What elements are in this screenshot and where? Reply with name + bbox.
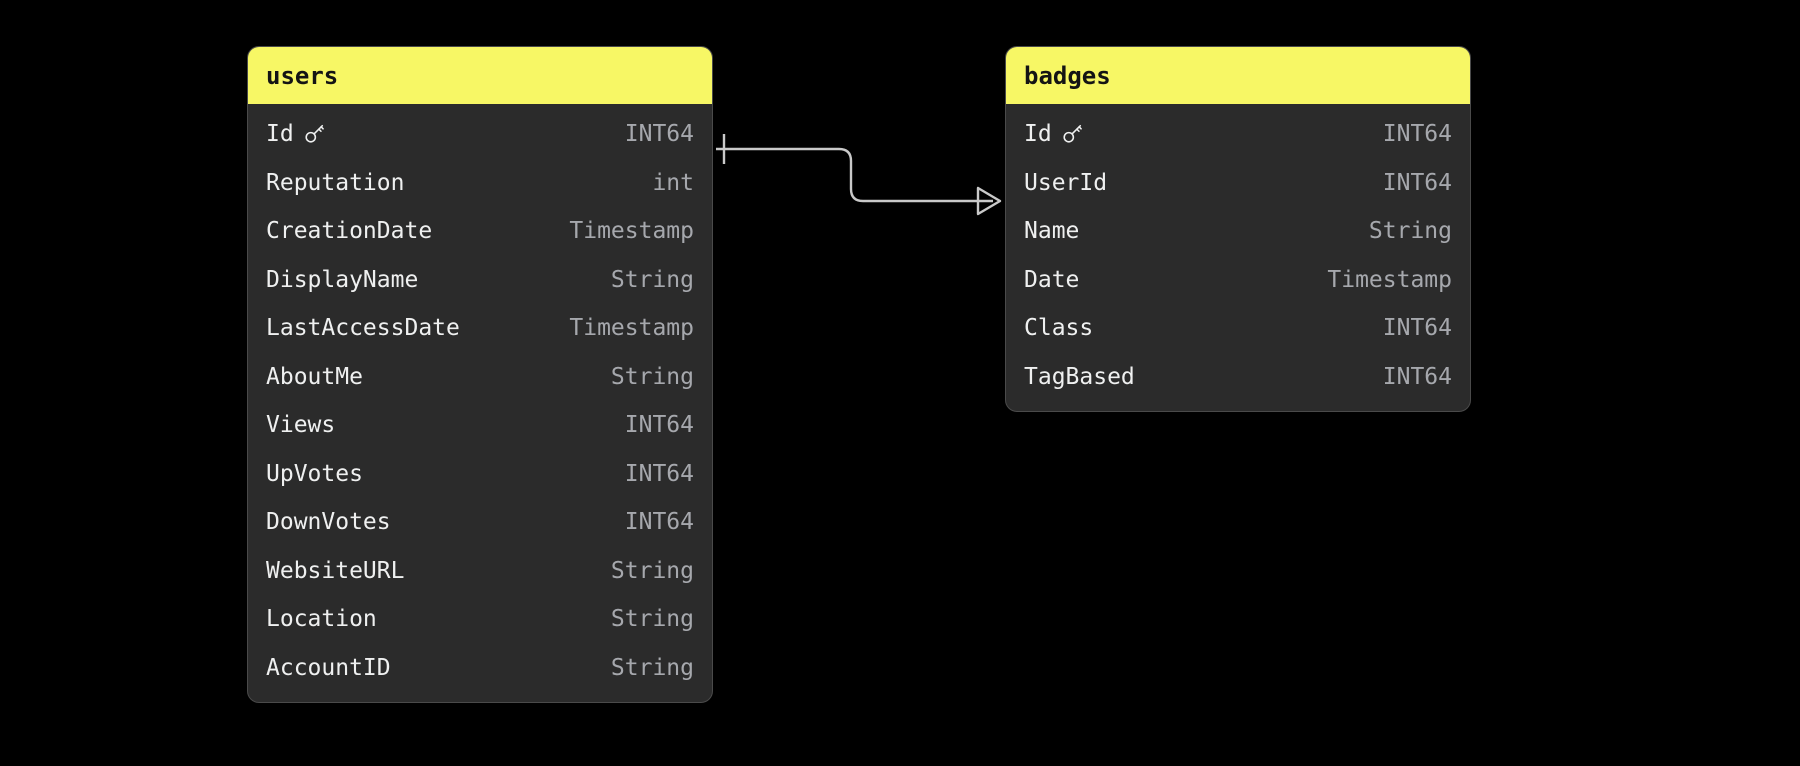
er-column-row[interactable]: LastAccessDate Timestamp <box>248 304 712 353</box>
er-column-name-label: Class <box>1024 315 1094 342</box>
er-table-title-badges: badges <box>1006 47 1470 104</box>
er-column-name-label: AboutMe <box>266 363 363 390</box>
er-column-name: Date <box>1024 267 1079 293</box>
er-column-row[interactable]: WebsiteURL String <box>248 547 712 596</box>
er-column-name: AboutMe <box>266 364 363 390</box>
er-column-type: Timestamp <box>1327 266 1452 293</box>
er-column-type: INT64 <box>624 121 694 148</box>
er-column-name: CreationDate <box>266 218 432 244</box>
er-column-name: Location <box>266 606 377 632</box>
er-column-name-label: DownVotes <box>266 509 391 536</box>
er-column-row[interactable]: UpVotes INT64 <box>248 450 712 499</box>
er-column-name-label: Location <box>266 606 377 633</box>
er-column-type: int <box>652 169 694 196</box>
er-column-type: INT64 <box>624 460 694 487</box>
er-column-type: Timestamp <box>569 218 694 245</box>
er-table-title-users: users <box>248 47 712 104</box>
er-column-name: Id <box>1024 121 1083 147</box>
er-column-name: Views <box>266 412 335 438</box>
er-column-row[interactable]: Date Timestamp <box>1006 256 1470 305</box>
er-column-name-label: Date <box>1024 266 1080 293</box>
key-icon <box>1061 123 1083 145</box>
er-column-name-label: DisplayName <box>266 266 419 293</box>
er-column-type: INT64 <box>624 509 694 536</box>
er-column-type: INT64 <box>1382 169 1452 196</box>
er-column-type: INT64 <box>1382 363 1452 390</box>
er-column-row[interactable]: AboutMe String <box>248 353 712 402</box>
er-column-row[interactable]: AccountID String <box>248 644 712 693</box>
er-column-type: INT64 <box>1382 315 1452 342</box>
er-column-row[interactable]: Class INT64 <box>1006 304 1470 353</box>
er-column-row[interactable]: DisplayName String <box>248 256 712 305</box>
er-column-row[interactable]: Views INT64 <box>248 401 712 450</box>
er-column-name-label: WebsiteURL <box>266 557 405 584</box>
er-column-row[interactable]: CreationDate Timestamp <box>248 207 712 256</box>
er-column-name-label: CreationDate <box>266 218 433 245</box>
er-column-name: UpVotes <box>266 461 363 487</box>
cardinality-many-crowsfoot <box>976 186 1002 216</box>
er-column-row[interactable]: Id INT64 <box>1006 110 1470 159</box>
er-column-name-label: AccountID <box>266 654 391 681</box>
er-column-name-label: Id <box>266 121 294 148</box>
er-column-name-label: UpVotes <box>266 460 363 487</box>
er-column-name: DisplayName <box>266 267 418 293</box>
er-column-type: String <box>1368 218 1452 245</box>
er-column-name: LastAccessDate <box>266 315 460 341</box>
er-column-name-label: Views <box>266 412 336 439</box>
er-column-name-label: Name <box>1024 218 1080 245</box>
er-column-name: DownVotes <box>266 509 391 535</box>
er-column-name-label: UserId <box>1024 169 1108 196</box>
er-column-name: Reputation <box>266 170 404 196</box>
relationship-line <box>716 147 993 203</box>
er-column-type: String <box>610 654 694 681</box>
er-column-name: Id <box>266 121 325 147</box>
er-column-type: String <box>610 557 694 584</box>
er-column-row[interactable]: DownVotes INT64 <box>248 498 712 547</box>
er-column-row[interactable]: TagBased INT64 <box>1006 353 1470 402</box>
er-column-name-label: Id <box>1024 121 1052 148</box>
er-column-row[interactable]: Location String <box>248 595 712 644</box>
er-column-name-label: TagBased <box>1024 363 1135 390</box>
er-column-name-label: Reputation <box>266 169 405 196</box>
er-column-type: String <box>610 363 694 390</box>
er-column-name: Name <box>1024 218 1079 244</box>
er-column-name: TagBased <box>1024 364 1135 390</box>
er-column-row[interactable]: Id INT64 <box>248 110 712 159</box>
er-column-name: Class <box>1024 315 1093 341</box>
er-column-name-label: LastAccessDate <box>266 315 460 342</box>
er-column-type: String <box>610 606 694 633</box>
er-column-type: String <box>610 266 694 293</box>
key-icon <box>303 123 325 145</box>
er-column-type: INT64 <box>624 412 694 439</box>
er-column-row[interactable]: Name String <box>1006 207 1470 256</box>
er-column-type: Timestamp <box>569 315 694 342</box>
er-column-name: AccountID <box>266 655 391 681</box>
er-column-row[interactable]: Reputation int <box>248 159 712 208</box>
er-column-type: INT64 <box>1382 121 1452 148</box>
relationship-users-id-to-badges-userid[interactable] <box>716 134 1002 216</box>
er-column-row[interactable]: UserId INT64 <box>1006 159 1470 208</box>
er-column-name: UserId <box>1024 170 1107 196</box>
er-column-name: WebsiteURL <box>266 558 404 584</box>
